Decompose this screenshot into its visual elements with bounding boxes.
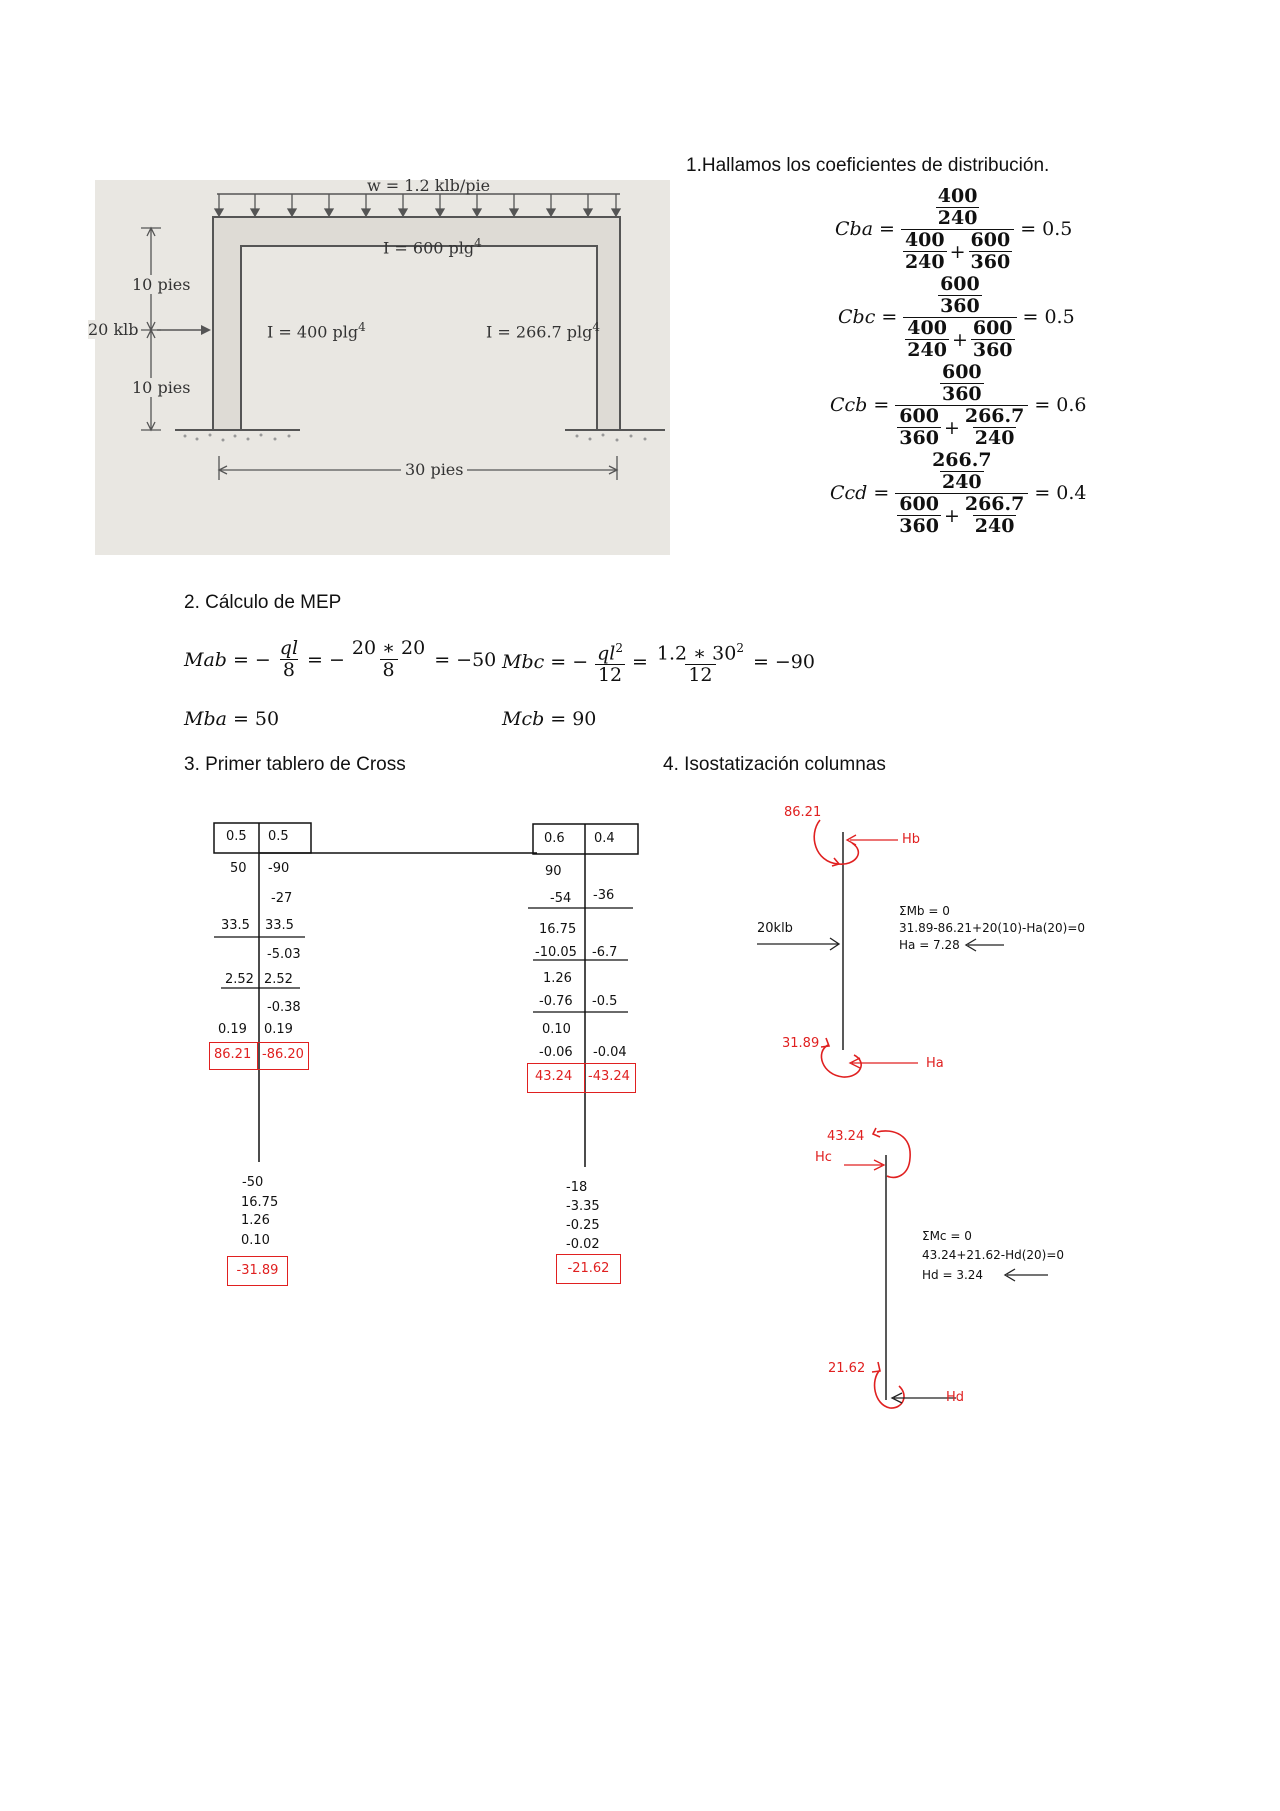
cross-right-column-value: -0.02	[566, 1237, 600, 1252]
col1-eq2: 31.89-86.21+20(10)-Ha(20)=0	[899, 921, 1086, 935]
cross-cell: -54	[550, 891, 572, 906]
cross-cell: 50	[230, 861, 247, 876]
col1-eq1: ΣMb = 0	[899, 904, 950, 918]
dim-top-label: 10 pies	[132, 275, 191, 294]
frame-figure: w = 1.2 klb/pie I = 600 plg4 10 pies 20 …	[88, 176, 670, 555]
cross-left-column-value: -50	[242, 1175, 264, 1190]
cross-left-final: 86.21 -86.20	[209, 1042, 309, 1070]
cross-right-column-value: -0.25	[566, 1218, 600, 1233]
cross-right-column-value: -18	[566, 1180, 588, 1195]
cross-cell: -0.76	[539, 994, 573, 1009]
col2-top-force: Hc	[815, 1150, 832, 1165]
cross-cell: 90	[545, 864, 562, 879]
cross-cell: -27	[271, 891, 293, 906]
cross-right-final: 43.24 -43.24	[527, 1063, 636, 1093]
col2-bottom-moment: 21.62	[828, 1361, 866, 1376]
section2-title: 2. Cálculo de MEP	[184, 592, 342, 613]
col1-bottom-force: Ha	[926, 1056, 944, 1071]
col1-top-moment: 86.21	[784, 805, 822, 820]
col1-top-force: Hb	[902, 832, 921, 847]
cross-left-column-value: 16.75	[241, 1195, 279, 1210]
cross-right-coef-2: 0.4	[594, 831, 615, 846]
cross-right-coef-1: 0.6	[544, 831, 565, 846]
col1-load: 20klb	[757, 921, 793, 936]
cross-cell: -5.03	[267, 947, 301, 962]
cross-left-coef-2: 0.5	[268, 829, 289, 844]
cross-left-coef-1: 0.5	[226, 829, 247, 844]
cross-cell: 16.75	[539, 922, 577, 937]
cross-cell: 0.19	[264, 1022, 293, 1037]
section1-title: 1.Hallamos los coeficientes de distribuc…	[686, 155, 1050, 176]
cross-cell: -0.38	[267, 1000, 301, 1015]
load-label: w = 1.2 klb/pie	[367, 176, 491, 195]
cross-cell: 0.19	[218, 1022, 247, 1037]
col2-eq3: Hd = 3.24	[922, 1268, 984, 1282]
col1-bottom-moment: 31.89	[782, 1036, 820, 1051]
cross-left-column-value: 1.26	[241, 1213, 270, 1228]
cross-cell: -0.06	[539, 1045, 573, 1060]
cross-cell: -36	[593, 888, 615, 903]
cross-left-column-final: -31.89	[227, 1256, 288, 1286]
span-label: 30 pies	[401, 460, 468, 479]
right-column-inertia-label: I = 266.7 plg4	[486, 320, 601, 342]
col2-eq2: 43.24+21.62-Hd(20)=0	[922, 1248, 1065, 1262]
cross-cell: -90	[268, 861, 290, 876]
left-column-inertia-label: I = 400 plg4	[267, 320, 366, 342]
cross-right-column-value: -3.35	[566, 1199, 600, 1214]
dim-bottom-label: 10 pies	[132, 378, 191, 397]
cross-cell: -10.05	[535, 945, 577, 960]
section4-title: 4. Isostatización columnas	[663, 754, 886, 775]
col2-top-moment: 43.24	[827, 1129, 865, 1144]
cross-left-column-value: 0.10	[241, 1233, 270, 1248]
cross-cell: 2.52	[225, 972, 254, 987]
cross-cell: 33.5	[221, 918, 250, 933]
cross-cell: -6.7	[592, 945, 618, 960]
beam-inertia-label: I = 600 plg4	[383, 236, 482, 258]
force-label: 20 klb	[88, 320, 139, 339]
cross-cell: 33.5	[265, 918, 294, 933]
cross-right-column-final: -21.62	[556, 1254, 621, 1284]
cross-cell: -0.5	[592, 994, 618, 1009]
cross-cell: 1.26	[543, 971, 572, 986]
cross-cell: -0.04	[593, 1045, 627, 1060]
col1-eq3: Ha = 7.28	[899, 938, 960, 952]
mcb-equation: Mcb=90	[502, 708, 597, 730]
col2-bottom-force: Hd	[946, 1390, 965, 1405]
col2-eq1: ΣMc = 0	[922, 1229, 972, 1243]
frame-diagram	[141, 193, 665, 480]
mba-equation: Mba=50	[184, 708, 280, 730]
section3-title: 3. Primer tablero de Cross	[184, 754, 406, 775]
cross-cell: 2.52	[264, 972, 293, 987]
cross-cell: 0.10	[542, 1022, 571, 1037]
